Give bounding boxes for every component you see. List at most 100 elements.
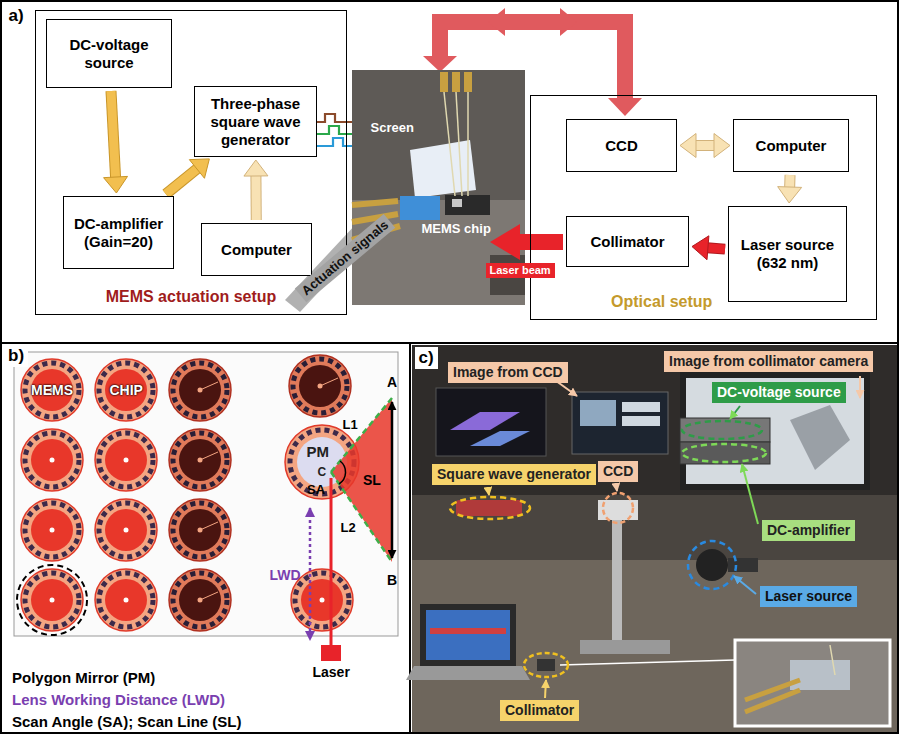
flow-arrow (680, 134, 730, 158)
photo-tag: Square wave generator (432, 464, 596, 485)
chip-image (21, 359, 83, 421)
arrow-outline (166, 168, 198, 194)
line-label: L1 (343, 417, 358, 433)
lab-photo (436, 388, 546, 456)
lab-photo (742, 464, 758, 524)
feedback-arrow (488, 8, 505, 36)
arrow-head (692, 236, 709, 260)
lab-photo (734, 576, 756, 594)
photo-tag: DC-amplifier (762, 520, 855, 541)
node-text: Collimator (505, 702, 574, 719)
lab-photo (412, 560, 897, 732)
chip-label: CHIP (110, 382, 143, 399)
process-box: Three-phase square wave generator (194, 86, 317, 157)
lab-photo (622, 402, 660, 412)
arrow-body (785, 175, 794, 188)
chip-image (169, 569, 231, 631)
setup-photo (400, 196, 440, 220)
node-text: Square wave generator (437, 466, 591, 483)
setup-frame: Optical setup CCD ComputerCollimator Laser … (530, 95, 877, 320)
arrow-outline (111, 91, 116, 178)
beam-label: Laser beam (486, 263, 555, 278)
lab-photo (450, 412, 520, 430)
part-label: MEMS chip (422, 221, 491, 237)
arrow-outline (250, 175, 261, 220)
lab-photo (682, 444, 766, 462)
arrow-head (244, 160, 268, 176)
lab-photo (616, 484, 617, 491)
setup-photo (445, 195, 490, 215)
lab-photo (680, 442, 770, 464)
flow-arrow (104, 91, 128, 193)
lab-photo (545, 680, 546, 698)
lab-photo (790, 660, 850, 690)
lab-photo (537, 659, 555, 671)
node-text: DC-voltage source (52, 36, 166, 72)
angle-label: SA (307, 482, 325, 498)
node-text: Computer (221, 241, 292, 259)
process-box: Computer (733, 119, 849, 172)
chip-image (95, 359, 157, 421)
node-text: Collimator (590, 233, 664, 251)
lab-photo (456, 500, 522, 516)
lab-photo (696, 549, 728, 581)
setup-photo (456, 92, 462, 196)
lab-photo (735, 640, 890, 726)
setup-photo (452, 199, 462, 207)
node-text: DC-voltage source (717, 384, 841, 401)
arrow-head (189, 159, 209, 178)
arrow-head (714, 134, 730, 158)
arrow-head (104, 176, 128, 193)
setup-photo (410, 140, 476, 198)
scan-geometry (339, 461, 346, 484)
lab-photo (524, 653, 568, 677)
lab-photo (580, 640, 670, 654)
part-label: Screen (371, 120, 414, 136)
panel-letter: b) (4, 345, 28, 367)
arrow-outline (707, 248, 725, 249)
key-text: Lens Working Distance (LWD) (12, 691, 225, 709)
scan-geometry (331, 472, 392, 562)
source-label: Laser (313, 664, 350, 681)
feedback-arrow (423, 56, 457, 72)
node-text: CCD (603, 463, 633, 480)
node-text: Image from collimator camera (669, 353, 868, 370)
chip-image (14, 352, 398, 636)
lab-photo (612, 520, 622, 640)
scan-geometry (391, 402, 394, 558)
flow-arrow (244, 160, 268, 220)
lab-photo (426, 610, 510, 660)
chip-image (17, 565, 87, 635)
scan-geometry (309, 508, 312, 640)
chip-image (169, 359, 231, 421)
feedback-arrow (560, 8, 577, 36)
process-box: Computer (201, 223, 312, 276)
lab-photo (470, 431, 530, 446)
lab-photo (730, 406, 740, 419)
lab-photo (560, 660, 735, 665)
chip-label: MEMS (31, 382, 73, 399)
chip-image (95, 499, 157, 561)
arrow-body (111, 91, 116, 178)
arrow-body (251, 175, 260, 220)
node-text: Laser source (632 nm) (734, 236, 841, 272)
node-text: CCD (605, 137, 638, 155)
lab-photo (830, 645, 835, 675)
arrow-outline (784, 175, 795, 188)
point-label: B (387, 572, 397, 589)
process-box: DC-voltage source (46, 19, 172, 88)
process-box: CCD (566, 119, 677, 172)
panel-letter: c) (415, 347, 438, 369)
chip-image (14, 352, 398, 636)
lab-photo (572, 392, 668, 454)
node-text: Three-phase square wave generator (200, 95, 311, 149)
photo-tag: Collimator (500, 700, 579, 721)
arrow-body (166, 168, 198, 194)
setup-photo (352, 201, 398, 205)
setup-photo (464, 72, 472, 92)
setup-frame: MEMS actuation setupDC-voltage sourceThr… (35, 10, 347, 315)
lab-photo (682, 421, 762, 439)
group-title: Optical setup (611, 293, 712, 311)
